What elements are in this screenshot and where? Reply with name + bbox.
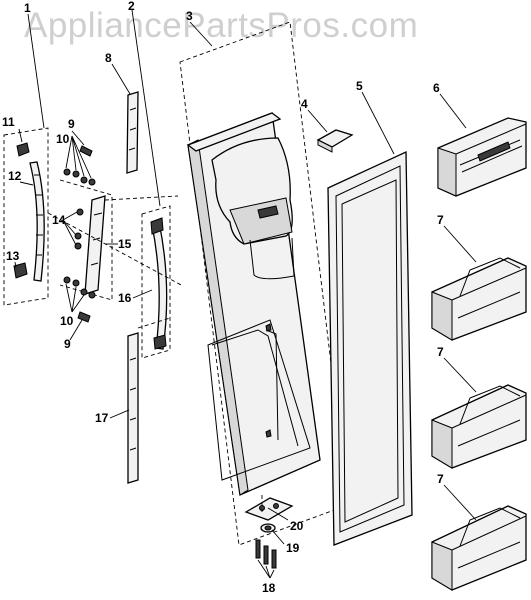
screws-10-lower	[63, 276, 96, 299]
callout-19: 19	[286, 541, 300, 555]
callout-15: 15	[118, 237, 132, 251]
part-20-hinge-plate	[244, 497, 294, 521]
screws-10-upper	[63, 168, 96, 186]
dispenser-recess	[211, 137, 295, 280]
callout-4: 4	[301, 97, 308, 111]
part-4-clip	[307, 109, 354, 153]
part-5-gasket	[327, 91, 413, 546]
part-17-trim	[109, 332, 139, 484]
callout-20: 20	[290, 519, 304, 533]
callout-11: 11	[2, 115, 15, 129]
callout-17: 17	[95, 411, 109, 425]
callout-18: 18	[262, 581, 276, 595]
callout-8: 8	[105, 51, 112, 65]
callout-14: 14	[52, 213, 66, 227]
callout-9a: 9	[68, 117, 75, 131]
hardware-group	[59, 130, 118, 341]
part-15-bracket	[84, 195, 106, 295]
callout-7a: 7	[437, 213, 444, 227]
callout-6: 6	[433, 81, 440, 95]
part-7-bin-2	[431, 357, 527, 469]
part-13-clip	[13, 262, 28, 279]
callout-12: 12	[8, 169, 22, 183]
part-12-handle-bar	[29, 161, 45, 282]
callout-3: 3	[186, 9, 193, 23]
callout-5: 5	[356, 79, 363, 93]
callout-10a: 10	[56, 132, 70, 146]
part-7-bin-3	[431, 484, 527, 591]
part-3-door	[179, 21, 349, 546]
part-7-bin-1	[431, 225, 527, 341]
part-group-2	[131, 9, 171, 359]
callout-16: 16	[118, 291, 132, 305]
screws-14	[74, 208, 84, 250]
callout-13: 13	[6, 249, 20, 263]
watermark-text: AppliancePartsPros.com	[24, 6, 419, 45]
screw-9-upper	[79, 145, 93, 157]
callout-1: 1	[24, 1, 31, 15]
part-16-handle	[150, 217, 168, 350]
part-18-screws	[255, 539, 277, 579]
callout-9b: 9	[64, 337, 71, 351]
part-group-1	[3, 13, 49, 306]
part-11-clip	[16, 142, 30, 157]
callout-2: 2	[128, 0, 135, 13]
part-8-trim	[111, 63, 139, 174]
part-19-bushing	[260, 523, 285, 545]
screw-9-lower	[77, 311, 91, 323]
callout-10b: 10	[60, 314, 74, 328]
part-6-shelf-bin	[437, 93, 527, 197]
callout-7b: 7	[437, 345, 444, 359]
callout-7c: 7	[437, 472, 444, 486]
